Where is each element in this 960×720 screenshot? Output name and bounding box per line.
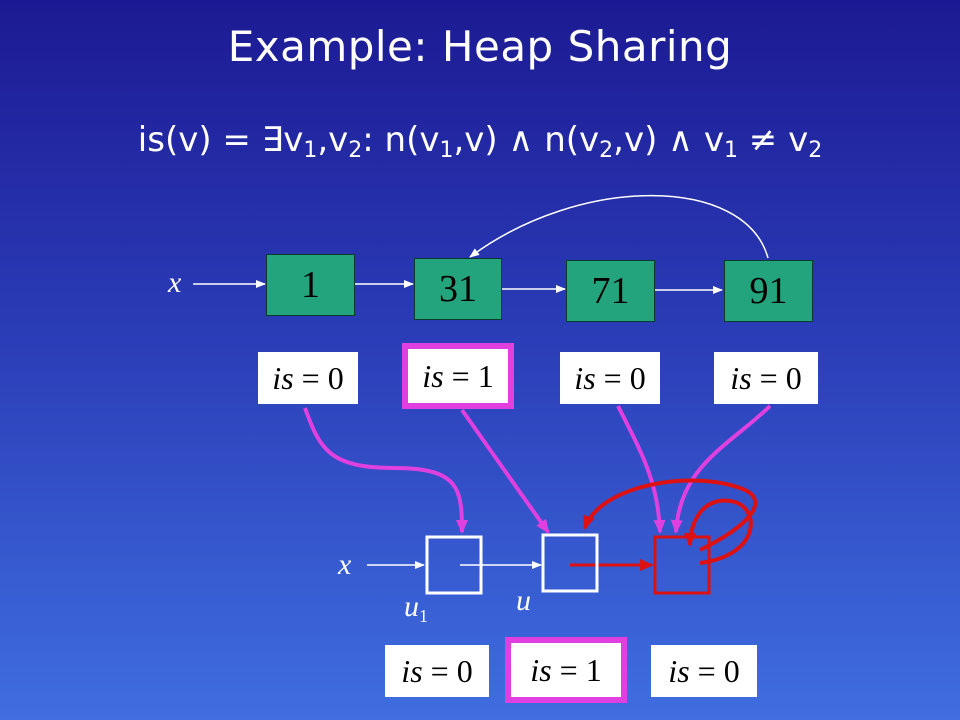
node-71: 71 — [566, 260, 655, 322]
abstract-node-summary — [653, 535, 711, 595]
abstract-node-u1 — [425, 535, 483, 595]
node-1: 1 — [266, 254, 355, 316]
summary-back-edge — [583, 478, 758, 552]
is-label-u1: is= 0 — [385, 645, 489, 697]
node-name-u1: u1 — [404, 590, 428, 626]
is-label-node-31: is= 1 — [402, 343, 514, 409]
map-arrow-3 — [616, 405, 666, 534]
map-arrow-4 — [670, 404, 772, 534]
summary-self-loop — [684, 498, 753, 565]
node-31: 31 — [414, 258, 502, 320]
node-name-u: u — [516, 584, 531, 617]
is-label-u: is= 1 — [505, 637, 627, 703]
edge-91-to-31-back — [469, 194, 769, 259]
is-formula: is(v) = ∃v1,v2: n(v1,v) ∧ n(v2,v) ∧ v1 ≠… — [137, 120, 823, 163]
is-label-node-91: is= 0 — [714, 352, 818, 404]
is-label-node-1: is= 0 — [258, 352, 358, 404]
node-91: 91 — [724, 260, 813, 322]
map-arrow-1 — [303, 407, 468, 534]
abstract-node-u — [541, 533, 599, 593]
is-label-summary: is= 0 — [651, 645, 757, 697]
var-x-concrete: x — [168, 266, 182, 299]
var-x-abstract: x — [338, 548, 352, 581]
map-arrow-2 — [460, 408, 550, 534]
slide-title: Example: Heap Sharing — [227, 22, 733, 71]
is-label-node-71: is= 0 — [560, 352, 660, 404]
